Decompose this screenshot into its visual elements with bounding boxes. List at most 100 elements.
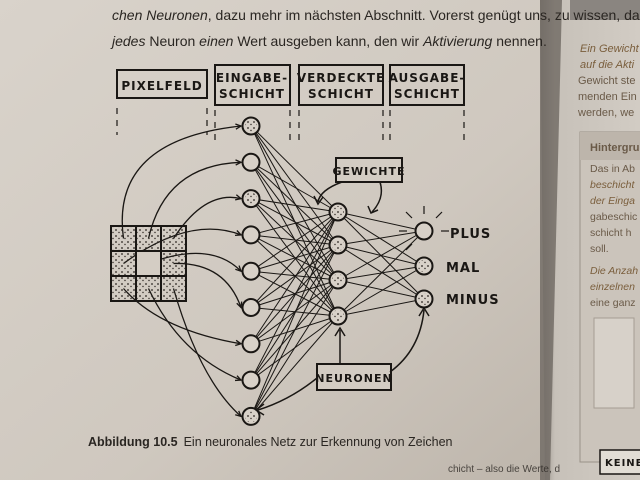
column-header-eingabe-line1: EINGABE- bbox=[216, 71, 288, 85]
pixel-cell bbox=[110, 225, 137, 252]
infobox-line: schicht h bbox=[590, 227, 632, 239]
hidden-neuron-texture bbox=[332, 239, 344, 251]
output-label-mal: MAL bbox=[446, 261, 480, 276]
pixel-cell bbox=[160, 275, 187, 302]
input-neuron bbox=[241, 152, 261, 172]
right-page-infobox: Hintergru Das in Ab beschicht der Einga gab… bbox=[579, 131, 640, 475]
connection-line bbox=[337, 230, 425, 317]
column-header-verdeckte-line2: SCHICHT bbox=[308, 87, 374, 101]
input-neuron-texture bbox=[245, 120, 257, 132]
input-neuron bbox=[241, 261, 261, 281]
infobox-title: Hintergru bbox=[590, 142, 640, 154]
input-neuron bbox=[241, 225, 261, 245]
pixel-cell bbox=[135, 250, 162, 277]
pixel-cell bbox=[135, 275, 162, 302]
right-page-text: Ein Gewicht auf die Akti Gewicht ste men… bbox=[577, 43, 640, 119]
output-neuron-texture bbox=[418, 293, 430, 305]
connection-line bbox=[250, 211, 339, 272]
output-glow-rays bbox=[399, 206, 449, 251]
connection-line bbox=[250, 125, 339, 213]
connection-line bbox=[337, 244, 425, 300]
column-header-ausgabeschicht: AUSGABE- SCHICHT bbox=[389, 64, 466, 106]
connection-line bbox=[337, 230, 425, 246]
connection-line bbox=[250, 125, 339, 246]
keine-tag-label: KEINE bbox=[605, 458, 640, 469]
column-header-verdeckte-line1: VERDECKTE bbox=[297, 71, 385, 85]
callout-gewichte: GEWICHTE bbox=[313, 157, 405, 214]
left-page bbox=[0, 0, 560, 480]
input-neuron-texture bbox=[245, 410, 257, 423]
output-neuron bbox=[414, 221, 434, 241]
pixel-arrow bbox=[147, 288, 242, 381]
infobox-line: der Einga bbox=[590, 195, 635, 207]
column-header-ausgabe-line1: AUSGABE- bbox=[389, 71, 466, 85]
column-header-eingabeschicht: EINGABE- SCHICHT bbox=[214, 64, 291, 106]
infobox-line: einzelnen bbox=[590, 281, 635, 293]
network-connections bbox=[250, 125, 425, 417]
infobox-line: Das in Ab bbox=[590, 163, 635, 175]
infobox-line: gabeschic bbox=[590, 211, 637, 223]
connection-line bbox=[250, 244, 339, 417]
pixel-cell bbox=[110, 275, 137, 302]
pixel-cell bbox=[135, 225, 162, 252]
infobox-line: Die Anzah bbox=[590, 265, 638, 277]
pixel-arrow bbox=[172, 288, 242, 417]
column-header-verdeckte-schicht: VERDECKTE SCHICHT bbox=[297, 64, 385, 106]
header-guide-lines bbox=[116, 108, 465, 140]
pixel-field-grid bbox=[110, 225, 187, 302]
connection-line bbox=[250, 244, 339, 272]
pixel-arrow-head bbox=[234, 230, 243, 237]
pixel-arrow-head bbox=[235, 123, 243, 130]
pixel-cell bbox=[160, 225, 187, 252]
callout-neuronen: NEURONEN bbox=[254, 306, 430, 416]
hidden-neuron-texture bbox=[332, 206, 344, 218]
figure-caption-label: Abbildung 10.5 bbox=[88, 435, 178, 449]
svg-text:Ein Gewicht: Ein Gewicht bbox=[580, 43, 640, 55]
input-neuron bbox=[241, 370, 261, 390]
connection-line bbox=[337, 211, 425, 232]
connection-line bbox=[250, 198, 339, 281]
callout-gewichte-label: GEWICHTE bbox=[332, 165, 405, 178]
connection-line bbox=[250, 198, 339, 246]
output-neuron-texture bbox=[418, 260, 430, 272]
svg-text:werden, we: werden, we bbox=[577, 107, 634, 119]
hidden-neuron-texture bbox=[332, 274, 344, 286]
neurons bbox=[241, 116, 434, 426]
connection-line bbox=[250, 211, 339, 308]
connection-line bbox=[250, 211, 339, 381]
pixel-arrow-head bbox=[235, 339, 243, 347]
pixel-arrow-head bbox=[234, 375, 243, 382]
connection-line bbox=[337, 279, 425, 300]
pixel-arrow-head bbox=[235, 410, 243, 418]
infobox-line: eine ganz bbox=[590, 297, 636, 309]
connection-line bbox=[250, 211, 339, 417]
connection-line bbox=[250, 244, 339, 381]
connection-line bbox=[337, 230, 425, 281]
right-page-header-band bbox=[570, 0, 640, 20]
pixel-arrow bbox=[121, 125, 242, 239]
pixel-cell bbox=[160, 250, 187, 277]
pixel-arrow-head bbox=[236, 301, 243, 309]
connection-line bbox=[337, 298, 425, 317]
svg-text:Gewicht ste: Gewicht ste bbox=[578, 75, 635, 87]
connection-line bbox=[250, 244, 339, 308]
pixel-arrow-head bbox=[235, 194, 243, 201]
hidden-neuron-texture bbox=[332, 310, 344, 322]
input-neuron bbox=[241, 298, 261, 317]
pixel-arrow bbox=[147, 161, 242, 239]
connection-line bbox=[337, 211, 425, 267]
bottom-text-fragment: chicht – also die Werte, d bbox=[448, 464, 560, 475]
callout-neuronen-label: NEURONEN bbox=[315, 372, 392, 385]
connection-line bbox=[250, 315, 339, 417]
column-header-eingabe-line2: SCHICHT bbox=[219, 87, 285, 101]
book-gutter bbox=[540, 0, 562, 480]
connection-line bbox=[250, 161, 339, 246]
column-header-pixelfeld-label: PIXELFELD bbox=[121, 79, 202, 93]
input-neuron bbox=[241, 334, 261, 354]
svg-text:auf die Akti: auf die Akti bbox=[580, 59, 635, 71]
connection-line bbox=[250, 211, 339, 345]
infobox-line: beschicht bbox=[590, 179, 635, 191]
connection-line bbox=[250, 162, 339, 281]
